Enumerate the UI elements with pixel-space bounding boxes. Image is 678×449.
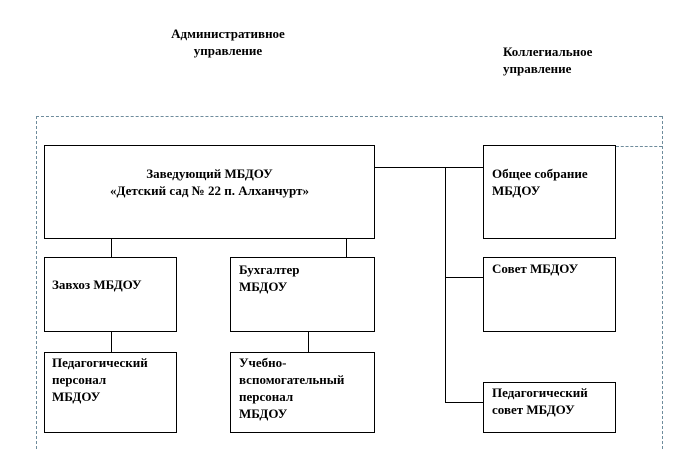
frame-inner-line <box>616 146 662 147</box>
pedagogical-council-line-2: совет МБДОУ <box>492 402 575 417</box>
council-label: Совет МБДОУ <box>492 261 579 276</box>
connector-accountant-to-support-staff <box>308 331 309 353</box>
support-staff-line-3: персонал <box>239 389 294 404</box>
heading-line: Административное <box>171 26 285 41</box>
head-subtitle: «Детский сад № 22 п. Алханчурт» <box>110 183 309 198</box>
frame-right-border <box>662 116 663 449</box>
support-staff-box: Учебно- вспомогательный персонал МБДОУ <box>230 352 375 433</box>
council-box: Совет МБДОУ <box>483 257 616 332</box>
connector-head-to-accountant <box>346 238 347 258</box>
teaching-staff-line-3: МБДОУ <box>52 389 101 404</box>
teaching-staff-line-1: Педагогический <box>52 355 148 370</box>
pedagogical-council-box: Педагогический совет МБДОУ <box>483 382 616 433</box>
support-staff-line-2: вспомогательный <box>239 372 345 387</box>
collegial-management-heading: Коллегиальное управление <box>503 43 633 77</box>
administrative-management-heading: Административное управление <box>158 25 298 59</box>
supply-manager-box: Завхоз МБДОУ <box>44 257 177 332</box>
connector-head-to-supply-manager <box>111 238 112 258</box>
accountant-box: Бухгалтер МБДОУ <box>230 257 375 332</box>
teaching-staff-line-2: персонал <box>52 372 107 387</box>
connector-head-to-collegial <box>374 167 484 168</box>
connector-supply-manager-to-teaching-staff <box>111 331 112 353</box>
general-meeting-box: Общее собрание МБДОУ <box>483 145 616 239</box>
support-staff-line-4: МБДОУ <box>239 406 288 421</box>
supply-manager-label: Завхоз МБДОУ <box>52 277 142 292</box>
head-box: Заведующий МБДОУ «Детский сад № 22 п. Ал… <box>44 145 375 239</box>
general-meeting-line-1: Общее собрание <box>492 166 588 181</box>
heading-line: Коллегиальное <box>503 44 593 59</box>
connector-collegial-bus <box>445 167 446 403</box>
frame-top-border <box>36 116 662 117</box>
head-title: Заведующий МБДОУ <box>146 166 273 181</box>
accountant-line-2: МБДОУ <box>239 279 288 294</box>
accountant-line-1: Бухгалтер <box>239 262 300 277</box>
general-meeting-line-2: МБДОУ <box>492 183 541 198</box>
connector-to-council <box>445 277 484 278</box>
support-staff-line-1: Учебно- <box>239 355 287 370</box>
frame-left-border <box>36 116 37 449</box>
heading-line: управление <box>503 61 572 76</box>
connector-to-pedagogical-council <box>445 402 484 403</box>
teaching-staff-box: Педагогический персонал МБДОУ <box>44 352 177 433</box>
heading-line: управление <box>193 43 263 58</box>
pedagogical-council-line-1: Педагогический <box>492 385 588 400</box>
